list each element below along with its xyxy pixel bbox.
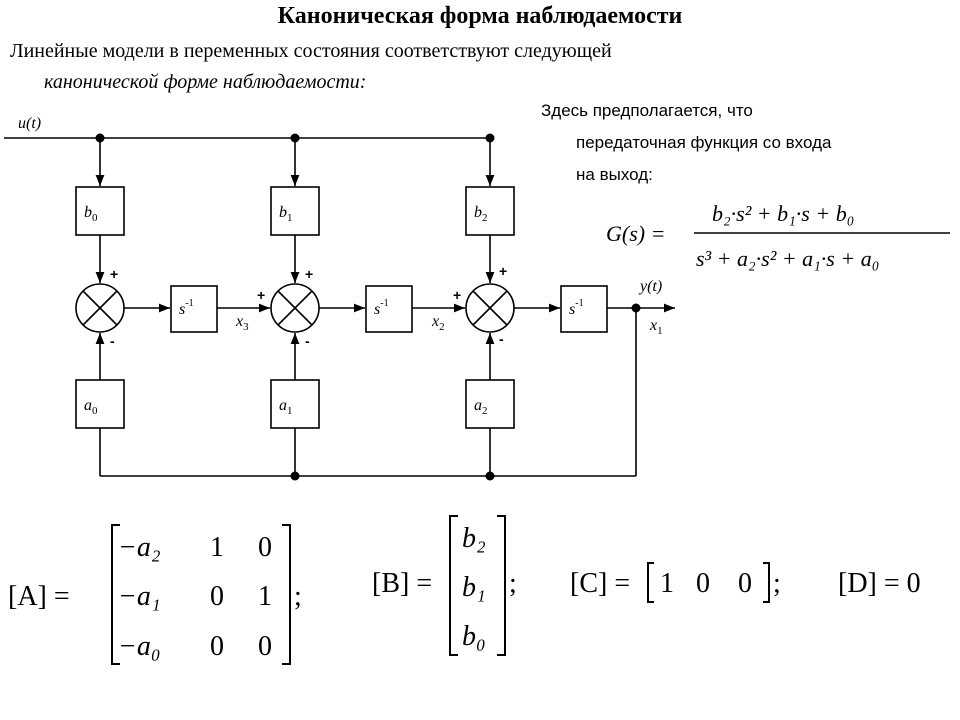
svg-text:b₁: b₁ [462, 572, 486, 603]
junction-dot [631, 303, 641, 313]
svg-text:a1: a1 [279, 397, 293, 417]
svg-text:0: 0 [738, 568, 752, 599]
plus-sign: + [499, 263, 507, 279]
svg-text:0: 0 [258, 532, 272, 563]
minus-sign: - [499, 331, 504, 347]
svg-text:s-1: s-1 [374, 298, 389, 318]
junction-dot [95, 133, 105, 143]
svg-text:1: 1 [210, 532, 224, 563]
intro-line-1: Линейные модели в переменных состояния с… [10, 40, 612, 62]
svg-text:0: 0 [210, 581, 224, 612]
note-line-1: Здесь предполагается, что [541, 101, 753, 120]
summer-2 [270, 283, 320, 333]
svg-text:1: 1 [660, 568, 674, 599]
matrix-a-label: [A] = [8, 581, 70, 612]
matrix-b-label: [B] = [372, 568, 432, 599]
svg-text:b₀: b₀ [462, 621, 486, 652]
svg-text:s-1: s-1 [179, 298, 194, 318]
summer-3 [465, 283, 515, 333]
svg-text:−a₀: −a₀ [118, 631, 161, 662]
minus-sign: - [110, 333, 115, 349]
summer-1 [75, 283, 125, 333]
svg-text:;: ; [294, 581, 302, 612]
tf-lhs: G(s) = [606, 221, 665, 246]
svg-text:b0: b0 [84, 204, 98, 224]
integrator-3 [560, 285, 608, 333]
x1-label: x [649, 317, 657, 334]
a0-label: a [84, 397, 92, 414]
svg-text:−a₁: −a₁ [118, 581, 161, 612]
svg-text:s-1: s-1 [569, 298, 584, 318]
junction-dot [485, 133, 495, 143]
matrix-c-label: [C] = [570, 568, 630, 599]
b1-block [270, 186, 320, 236]
junction-dot [290, 133, 300, 143]
svg-text:0: 0 [696, 568, 710, 599]
svg-text:−a₂: −a₂ [118, 532, 161, 563]
junction-dot [485, 471, 495, 481]
b2-label: b [474, 204, 482, 221]
note-line-2: передаточная функция со входа [576, 133, 832, 152]
plus-sign: + [305, 266, 313, 282]
integrator-2 [365, 285, 413, 333]
a1-block [270, 379, 320, 429]
svg-text:0: 0 [210, 631, 224, 662]
input-label: u(t) [18, 115, 41, 132]
svg-text:x3: x3 [235, 313, 249, 333]
output-label: y(t) [638, 278, 662, 295]
b0-block [75, 186, 125, 236]
x3-label: x [235, 313, 243, 330]
svg-text:;: ; [773, 568, 781, 599]
matrix-d-label: [D] = 0 [838, 568, 921, 599]
x2-label: x [431, 313, 439, 330]
plus-sign: + [257, 287, 265, 303]
svg-text:1: 1 [258, 581, 272, 612]
svg-text:x2: x2 [431, 313, 445, 333]
svg-text:0: 0 [258, 631, 272, 662]
integrator-1 [170, 285, 218, 333]
b0-label: b [84, 204, 92, 221]
plus-sign: + [453, 287, 461, 303]
svg-text:b₂: b₂ [462, 523, 486, 554]
a1-label: a [279, 397, 287, 414]
svg-text:;: ; [509, 568, 517, 599]
svg-text:a0: a0 [84, 397, 98, 417]
note-line-3: на выход: [576, 165, 653, 184]
integrator-2-label: s [374, 301, 380, 318]
a2-label: a [474, 397, 482, 414]
intro-line-2: канонической форме наблюдаемости: [44, 71, 367, 93]
svg-text:b1: b1 [279, 204, 293, 224]
svg-text:a2: a2 [474, 397, 488, 417]
tf-numerator: b₂·s² + b₁·s + b₀ [712, 201, 854, 226]
integrator-3-label: s [569, 301, 575, 318]
a2-block [465, 379, 515, 429]
slide-title: Каноническая форма наблюдаемости [277, 3, 683, 29]
minus-sign: - [305, 333, 310, 349]
b2-block [465, 186, 515, 236]
svg-text:x1: x1 [649, 317, 663, 337]
tf-denominator: s³ + a₂·s² + a₁·s + a₀ [696, 246, 879, 271]
svg-text:b2: b2 [474, 204, 488, 224]
b1-label: b [279, 204, 287, 221]
transfer-function: G(s) = b₂·s² + b₁·s + b₀ s³ + a₂·s² + a₁… [606, 201, 950, 271]
junction-dot [290, 471, 300, 481]
integrator-1-label: s [179, 301, 185, 318]
plus-sign: + [110, 266, 118, 282]
